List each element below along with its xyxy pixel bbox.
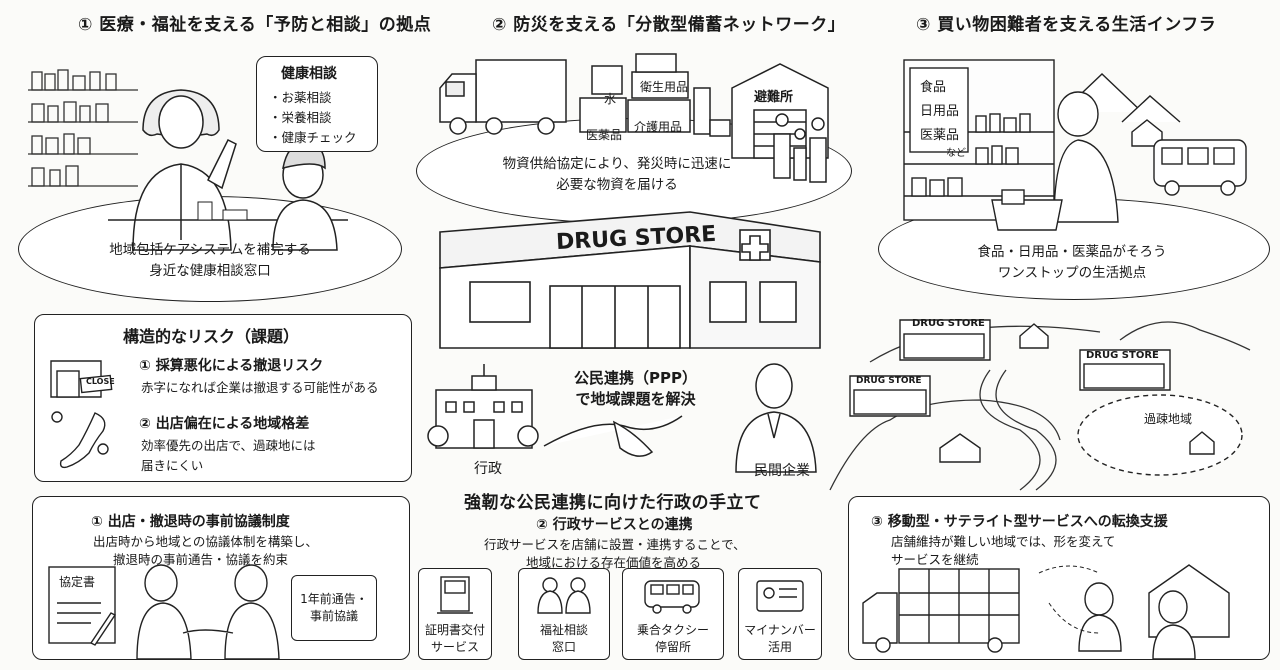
measure2-title: ② 行政サービスとの連携 [536, 517, 693, 533]
service-label: 停留所 [654, 640, 691, 654]
agreement-document-icon [48, 566, 117, 646]
measures-heading: 強靭な公民連携に向けた行政の手立て [456, 488, 770, 513]
shelf-label-medicine: 医薬品 [920, 128, 960, 143]
health-consultation-box: 健康相談 ・お薬相談 ・栄養相談 ・健康チェック [256, 56, 378, 152]
close-sign: CLOSE [86, 377, 115, 386]
risk-box: 構造的なリスク（課題） CLOSE ① 採算悪化による撤退リスク 赤字になれば企… [34, 314, 412, 482]
section1-title: ① 医療・福祉を支える「予防と相談」の拠点 [78, 15, 432, 35]
calendar-line: 事前協議 [309, 609, 358, 623]
map-store-label: DRUG STORE [856, 376, 922, 386]
caption-line: 身近な健康相談窓口 [149, 263, 271, 279]
risk1-desc: 赤字になれば企業は撤退する可能性がある [141, 380, 379, 395]
shopping-illustration [903, 59, 1247, 231]
agreement-label: 協定書 [59, 575, 96, 589]
map-store-label: DRUG STORE [1086, 350, 1159, 361]
consult-item: ・栄養相談 [269, 110, 332, 125]
measure1-title: ① 出店・撤退時の事前協議制度 [91, 514, 290, 530]
section3-caption: 食品・日用品・医薬品がそろう ワンストップの生活拠点 [922, 242, 1222, 284]
service-card-taxi: 乗合タクシー 停留所 [622, 568, 724, 660]
section2-caption: 物資供給協定により、発災時に迅速に 必要な物資を届ける [472, 154, 762, 196]
stockpile-label-hygiene: 衛生用品 [640, 80, 689, 94]
caption-line: 必要な物資を届ける [556, 177, 678, 193]
handshake-meeting-illustration [136, 564, 280, 660]
pharmacist-consultation-illustration [28, 69, 348, 251]
calendar-line: 1年前通告・ [300, 592, 368, 606]
stockpile-illustration [439, 53, 829, 183]
risk2-title: ② 出店偏在による地域格差 [139, 416, 310, 432]
map-store-label: DRUG STORE [912, 318, 985, 329]
company-label: 民間企業 [754, 463, 810, 479]
risk2-desc: 効率優先の出店で、過疎地には [141, 438, 316, 453]
drugstore-building [439, 211, 821, 349]
shelter-label: 避難所 [754, 90, 794, 105]
ppp-title-line: で地域課題を解決 [575, 390, 696, 408]
caption-line: 食品・日用品・医薬品がそろう [977, 244, 1167, 260]
caption-line: 物資供給協定により、発災時に迅速に [502, 156, 732, 172]
kiosk-icon [437, 576, 473, 614]
section2-title: ② 防災を支える「分散型備蓄ネットワーク」 [492, 15, 846, 35]
shelf-label-food: 食品 [920, 80, 947, 95]
counselors-icon [537, 577, 591, 614]
risk1-title: ① 採算悪化による撤退リスク [139, 358, 324, 374]
bus-icon [644, 580, 700, 614]
service-card-certificate: 証明書交付 サービス [418, 568, 492, 660]
measure2-desc: 地域における存在価値を高める [526, 555, 702, 570]
consult-item: ・お薬相談 [269, 90, 332, 105]
stockpile-label-water: 水 [604, 92, 617, 106]
shelf-label-etc: など [946, 148, 966, 159]
service-label: 証明書交付 [424, 623, 485, 637]
caption-line: 地域包括ケアシステムを補完する [109, 242, 311, 258]
measure3-box: ③ 移動型・サテライト型サービスへの転換支援 店舗維持が難しい地域では、形を変え… [848, 496, 1270, 660]
id-card-icon [756, 580, 804, 612]
measure1-box: ① 出店・撤退時の事前協議制度 出店時から地域との協議体制を構築し、 撤退時の事… [32, 496, 410, 660]
service-label: 福祉相談 [539, 623, 588, 637]
calendar-icon: 1年前通告・ 事前協議 [291, 575, 377, 641]
depopulated-area-label: 過疎地域 [1144, 412, 1193, 426]
ppp-title: 公民連携（PPP） で地域課題を解決 [574, 368, 697, 410]
regional-map-illustration [829, 319, 1251, 491]
measure1-desc: 出店時から地域との協議体制を構築し、 [93, 534, 318, 549]
measure3-desc: サービスを継続 [891, 552, 979, 567]
ppp-illustration [427, 363, 817, 473]
service-label: 乗合タクシー [636, 623, 709, 637]
service-card-mynumber: マイナンバー 活用 [738, 568, 822, 660]
mobile-service-illustration [862, 564, 1230, 660]
service-label: 活用 [767, 640, 792, 654]
service-label: マイナンバー [744, 623, 816, 637]
gov-label: 行政 [474, 461, 502, 477]
measure3-desc: 店舗維持が難しい地域では、形を変えて [891, 534, 1116, 549]
service-label: サービス [430, 640, 479, 654]
measure3-title: ③ 移動型・サテライト型サービスへの転換支援 [871, 514, 1168, 530]
shelf-label-daily: 日用品 [920, 104, 960, 119]
ppp-title-line: 公民連携（PPP） [574, 369, 697, 387]
closed-store-icon [50, 360, 113, 398]
service-card-welfare: 福祉相談 窓口 [518, 568, 610, 660]
stockpile-label-medicine: 医薬品 [586, 128, 623, 142]
risk-title: 構造的なリスク（課題） [123, 327, 300, 346]
consult-item: ・健康チェック [269, 130, 357, 145]
measure1-desc: 撤退時の事前通告・協議を約束 [113, 552, 289, 567]
risk2-desc: 届きにくい [141, 458, 204, 473]
health-consultation-title: 健康相談 [281, 66, 337, 82]
measure2-desc: 行政サービスを店舗に設置・連携することで、 [484, 537, 746, 552]
section1-caption: 地域包括ケアシステムを補完する 身近な健康相談窓口 [60, 240, 360, 282]
caption-line: ワンストップの生活拠点 [997, 265, 1147, 281]
service-label: 窓口 [551, 640, 576, 654]
stockpile-label-care: 介護用品 [634, 120, 683, 134]
japan-map-icon [51, 411, 109, 469]
section3-title: ③ 買い物困難者を支える生活インフラ [916, 15, 1217, 35]
